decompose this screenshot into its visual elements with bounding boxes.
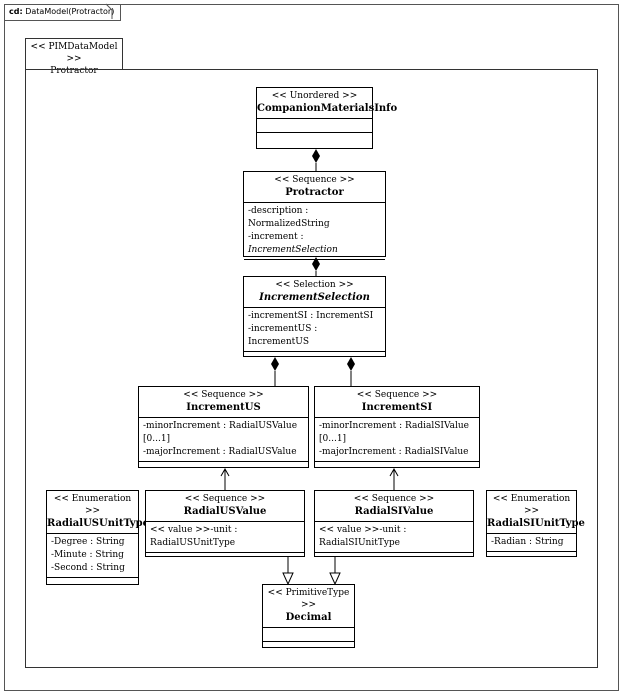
frame-title: DataModel(Protractor) bbox=[25, 7, 115, 16]
class-stereotype: << Enumeration >> bbox=[53, 494, 132, 516]
class-stereotype: << Unordered >> bbox=[271, 91, 358, 101]
attribute-type: IncrementSelection bbox=[248, 245, 338, 255]
class-name: IncrementUS bbox=[186, 402, 261, 413]
attribute: << value >>-unit : RadialSIUnitType bbox=[319, 525, 407, 548]
attribute: -majorIncrement : RadialSIValue bbox=[319, 447, 469, 457]
class-attributes: << value >>-unit : RadialUSUnitType bbox=[146, 522, 304, 553]
class-radial-us-unit-type[interactable]: << Enumeration >> RadialUSUnitType -Degr… bbox=[46, 490, 149, 585]
class-attributes: -Degree : String -Minute : String -Secon… bbox=[47, 534, 138, 578]
class-stereotype: << Sequence >> bbox=[183, 390, 264, 400]
class-attributes bbox=[263, 628, 354, 642]
class-attributes: -minorIncrement : RadialUSValue [0...1] … bbox=[139, 418, 308, 462]
association-radialsivalue-incrementsi bbox=[389, 467, 399, 490]
composition-protractor-incrementselection bbox=[312, 257, 320, 276]
class-increment-selection[interactable]: << Selection >> IncrementSelection -incr… bbox=[243, 276, 386, 357]
attribute: -incrementSI : IncrementSI bbox=[248, 311, 374, 321]
class-name: RadialUSUnitType bbox=[47, 518, 149, 529]
class-header: << Sequence >> Protractor bbox=[244, 172, 385, 203]
class-increment-si[interactable]: << Sequence >> IncrementSI -minorIncreme… bbox=[314, 386, 480, 468]
attribute: -minorIncrement : RadialUSValue [0...1] bbox=[143, 421, 298, 444]
class-attributes: -Radian : String bbox=[487, 534, 576, 552]
class-attributes: -description : NormalizedString -increme… bbox=[244, 203, 385, 260]
class-attributes bbox=[257, 119, 372, 133]
class-name: RadialSIValue bbox=[354, 506, 434, 517]
attribute: -Radian : String bbox=[491, 537, 564, 547]
class-header: << Enumeration >> RadialUSUnitType bbox=[47, 491, 149, 534]
class-decimal[interactable]: << PrimitiveType >> Decimal bbox=[262, 584, 355, 648]
class-attributes: -minorIncrement : RadialSIValue [0...1] … bbox=[315, 418, 479, 462]
package-name: Protractor bbox=[50, 66, 98, 76]
class-name: RadialSIUnitType bbox=[487, 518, 585, 529]
class-name: CompanionMaterialsInfo bbox=[257, 103, 398, 114]
attribute: -Minute : String bbox=[51, 550, 124, 560]
composition-incrementselection-incrementus bbox=[271, 357, 279, 386]
generalization-radialsivalue-decimal bbox=[329, 557, 341, 586]
class-header: << PrimitiveType >> Decimal bbox=[263, 585, 354, 628]
attribute: -majorIncrement : RadialUSValue bbox=[143, 447, 297, 457]
package-stereotype: << PIMDataModel >> bbox=[30, 42, 118, 64]
class-stereotype: << Sequence >> bbox=[353, 494, 435, 504]
class-stereotype: << Selection >> bbox=[275, 280, 354, 290]
package-body bbox=[25, 69, 598, 668]
composition-incrementselection-incrementsi bbox=[347, 357, 355, 386]
attribute: -increment : IncrementSelection bbox=[248, 231, 381, 257]
attribute: -incrementUS : IncrementUS bbox=[248, 324, 318, 347]
class-name: IncrementSelection bbox=[259, 292, 370, 303]
composition-companion-protractor bbox=[312, 149, 320, 171]
class-header: << Sequence >> IncrementUS bbox=[139, 387, 308, 418]
attribute: -Degree : String bbox=[51, 537, 125, 547]
class-header: << Sequence >> RadialUSValue bbox=[146, 491, 304, 522]
class-radial-si-unit-type[interactable]: << Enumeration >> RadialSIUnitType -Radi… bbox=[486, 490, 585, 557]
class-stereotype: << PrimitiveType >> bbox=[267, 588, 350, 610]
class-name: Decimal bbox=[285, 612, 332, 623]
class-header: << Unordered >> CompanionMaterialsInfo bbox=[257, 88, 398, 119]
class-header: << Sequence >> IncrementSI bbox=[315, 387, 479, 418]
class-radial-us-value[interactable]: << Sequence >> RadialUSValue << value >>… bbox=[145, 490, 305, 557]
frame-tab: cd: DataModel(Protractor) bbox=[5, 5, 122, 21]
attribute: -description : NormalizedString bbox=[248, 206, 330, 229]
class-attributes: << value >>-unit : RadialSIUnitType bbox=[315, 522, 473, 553]
class-companion-materials-info[interactable]: << Unordered >> CompanionMaterialsInfo bbox=[256, 87, 398, 149]
attribute-label: -increment : bbox=[248, 232, 304, 242]
class-stereotype: << Sequence >> bbox=[274, 175, 355, 185]
class-stereotype: << Sequence >> bbox=[356, 390, 438, 400]
class-name: IncrementSI bbox=[361, 402, 433, 413]
class-protractor[interactable]: << Sequence >> Protractor -description :… bbox=[243, 171, 386, 260]
class-header: << Enumeration >> RadialSIUnitType bbox=[487, 491, 585, 534]
class-increment-us[interactable]: << Sequence >> IncrementUS -minorIncreme… bbox=[138, 386, 309, 468]
class-header: << Selection >> IncrementSelection bbox=[244, 277, 385, 308]
diagram-frame: cd: DataModel(Protractor) bbox=[4, 4, 619, 691]
class-name: Protractor bbox=[285, 187, 344, 198]
attribute: -Second : String bbox=[51, 563, 125, 573]
class-attributes: -incrementSI : IncrementSI -incrementUS … bbox=[244, 308, 385, 352]
class-stereotype: << Sequence >> bbox=[184, 494, 266, 504]
package-tab: << PIMDataModel >> Protractor bbox=[25, 38, 123, 76]
frame-kind: cd: bbox=[9, 7, 23, 16]
attribute: -minorIncrement : RadialSIValue [0...1] bbox=[319, 421, 470, 444]
attribute: << value >>-unit : RadialUSUnitType bbox=[150, 525, 238, 548]
generalization-radialusvalue-decimal bbox=[282, 557, 294, 586]
class-header: << Sequence >> RadialSIValue bbox=[315, 491, 473, 522]
class-name: RadialUSValue bbox=[183, 506, 267, 517]
class-radial-si-value[interactable]: << Sequence >> RadialSIValue << value >>… bbox=[314, 490, 474, 557]
class-stereotype: << Enumeration >> bbox=[492, 494, 571, 516]
association-radialusvalue-incrementus bbox=[220, 467, 230, 490]
